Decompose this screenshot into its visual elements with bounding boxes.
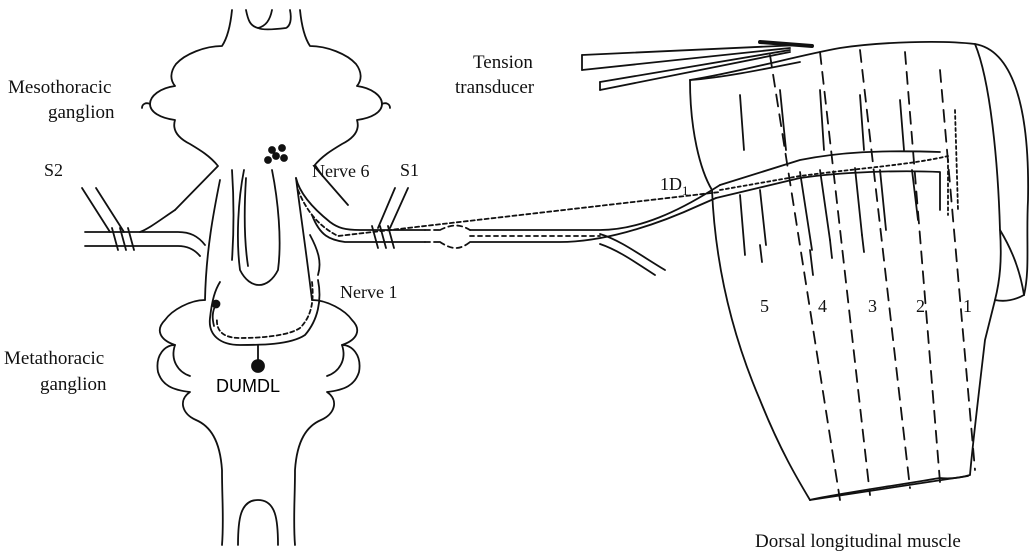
muscle-fibres xyxy=(770,50,975,500)
metathoracic-label-1: Metathoracic xyxy=(4,348,104,369)
muscle-unit-5: 5 xyxy=(760,296,769,316)
muscle-unit-3: 3 xyxy=(868,296,877,316)
muscle-label: Dorsal longitudinal muscle xyxy=(755,531,961,552)
metathoracic-label-2: ganglion xyxy=(40,374,107,395)
tension-label-1: Tension xyxy=(473,52,533,73)
s2-label: S2 xyxy=(44,160,63,180)
1d1-label: 1D1 xyxy=(660,174,689,198)
labels: Mesothoracic ganglion Metathoracic gangl… xyxy=(4,52,972,552)
muscle-unit-2: 2 xyxy=(916,296,925,316)
muscle-innervation xyxy=(716,90,958,275)
dumdl-label: DUMDL xyxy=(216,376,280,396)
1d1-sub: 1 xyxy=(682,183,689,198)
s1-label: S1 xyxy=(400,160,419,180)
mesothoracic-label-1: Mesothoracic xyxy=(8,77,111,98)
right-nerve-trunk xyxy=(296,178,720,275)
mesothoracic-label-2: ganglion xyxy=(48,102,115,123)
nerve6-label: Nerve 6 xyxy=(312,161,369,181)
tension-label-2: transducer xyxy=(455,77,535,98)
1d1-main: 1D xyxy=(660,174,682,194)
muscle-unit-1: 1 xyxy=(963,296,972,316)
muscle-unit-4: 4 xyxy=(818,296,827,316)
nerve1-label: Nerve 1 xyxy=(340,282,397,302)
connectives xyxy=(205,170,312,300)
dumdl-axon-path xyxy=(210,145,720,372)
